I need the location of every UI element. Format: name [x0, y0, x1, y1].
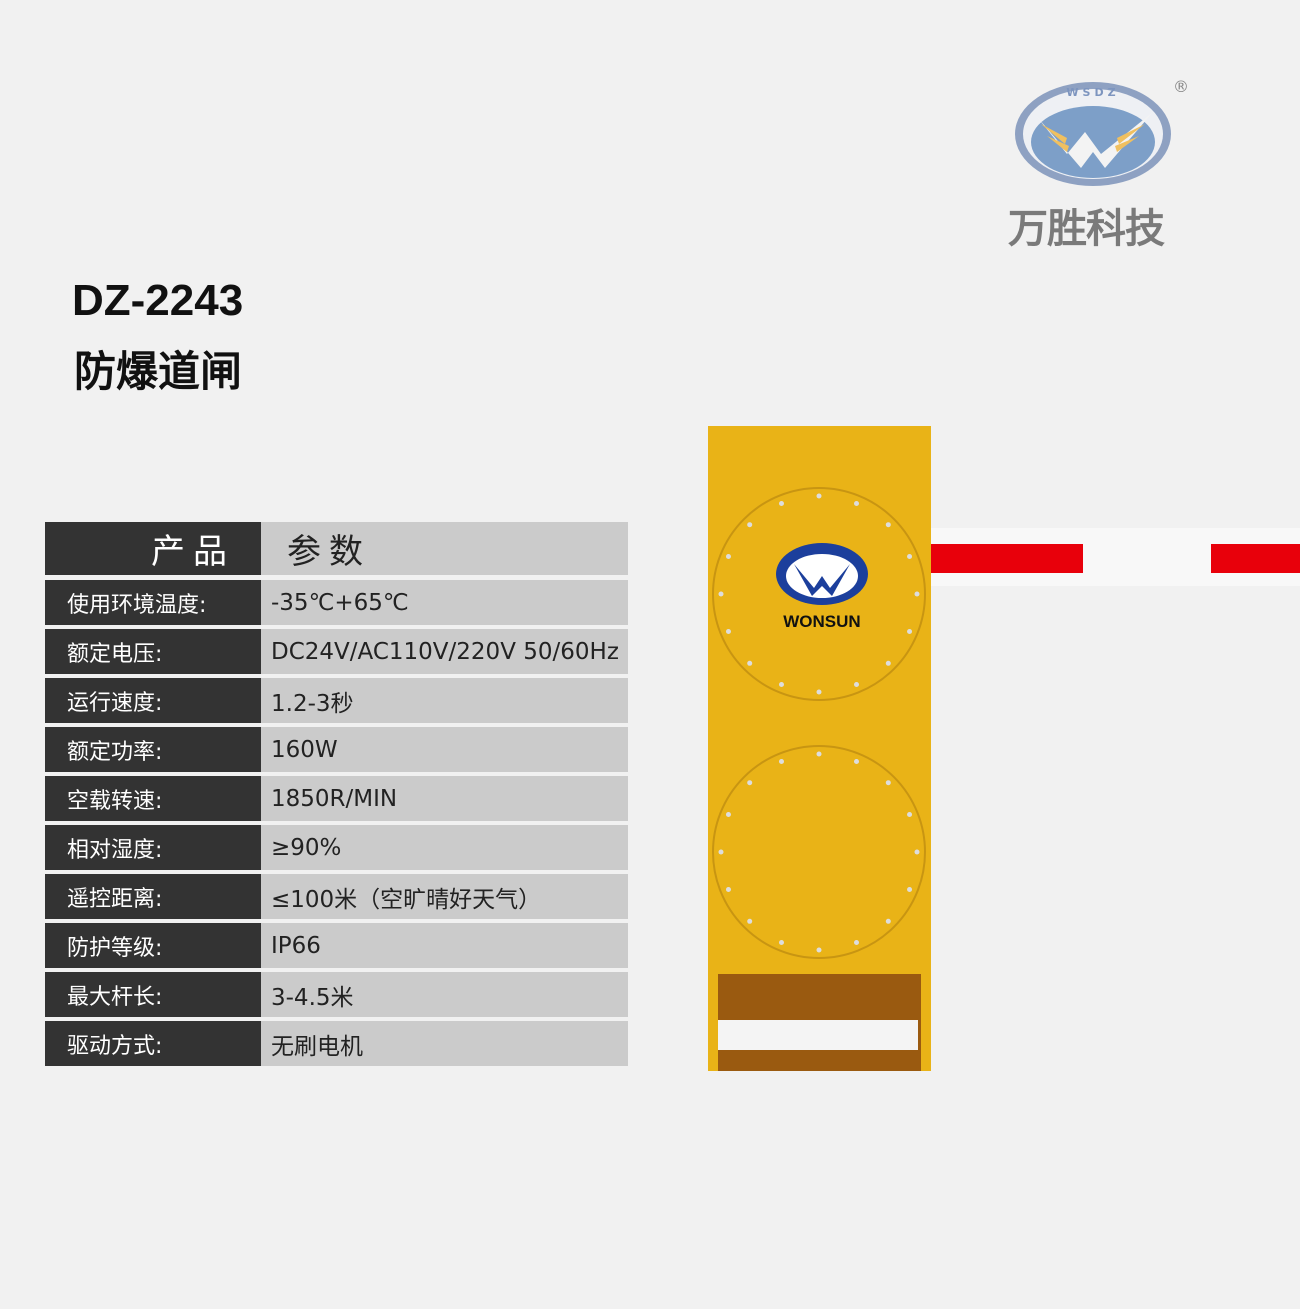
bolt	[914, 849, 920, 855]
spec-label: 运行速度:	[45, 678, 261, 723]
bolt	[854, 940, 860, 946]
svg-text:®: ®	[1173, 77, 1189, 96]
bolt	[885, 780, 891, 786]
spec-value: ≤100米（空旷晴好天气）	[261, 874, 628, 919]
bolt	[854, 500, 860, 506]
bolt	[816, 751, 822, 757]
brand-name: 万胜科技	[1008, 205, 1165, 252]
bolt	[725, 553, 731, 559]
bolt	[885, 522, 891, 528]
bolt	[854, 682, 860, 688]
spec-row: 额定电压:DC24V/AC110V/220V 50/60Hz	[45, 629, 628, 674]
bolt	[907, 629, 913, 635]
spec-label: 驱动方式:	[45, 1021, 261, 1066]
svg-text:WSDZ: WSDZ	[1066, 86, 1119, 99]
spec-value: 160W	[261, 727, 628, 772]
bolt	[725, 629, 731, 635]
spec-row: 最大杆长:3-4.5米	[45, 972, 628, 1017]
bolt	[816, 947, 822, 953]
product-name: 防爆道闸	[74, 347, 243, 396]
spec-label: 使用环境温度:	[45, 580, 261, 625]
spec-label: 防护等级:	[45, 923, 261, 968]
spec-label: 最大杆长:	[45, 972, 261, 1017]
spec-row: 运行速度:1.2-3秒	[45, 678, 628, 723]
product-model: DZ-2243	[72, 276, 244, 325]
spec-label: 额定功率:	[45, 727, 261, 772]
bolt	[718, 591, 724, 597]
spec-label: 相对湿度:	[45, 825, 261, 870]
bolt	[747, 522, 753, 528]
spec-row: 使用环境温度:-35℃+65℃	[45, 580, 628, 625]
spec-value: 1.2-3秒	[261, 678, 628, 723]
bolt	[725, 887, 731, 893]
header-right: 参数	[261, 522, 628, 575]
svg-text:WONSUN: WONSUN	[783, 612, 860, 631]
boom-arm	[931, 528, 1300, 586]
bolt	[725, 811, 731, 817]
spec-value: DC24V/AC110V/220V 50/60Hz	[261, 629, 628, 674]
bolt	[854, 758, 860, 764]
bolt	[778, 500, 784, 506]
spec-value: -35℃+65℃	[261, 580, 628, 625]
bolt	[907, 887, 913, 893]
bolt	[816, 493, 822, 499]
bolt	[778, 758, 784, 764]
spec-value: 无刷电机	[261, 1021, 628, 1066]
bolt	[907, 811, 913, 817]
spec-row: 遥控距离:≤100米（空旷晴好天气）	[45, 874, 628, 919]
bolt	[778, 682, 784, 688]
barrier-gate-image: WONSUN	[708, 426, 931, 1071]
spec-value: 1850R/MIN	[261, 776, 628, 821]
spec-label: 空载转速:	[45, 776, 261, 821]
spec-label: 额定电压:	[45, 629, 261, 674]
spec-value: ≥90%	[261, 825, 628, 870]
spec-row: 防护等级:IP66	[45, 923, 628, 968]
bolt	[718, 849, 724, 855]
wsdz-logo: WSDZ ®	[1015, 77, 1189, 186]
bolt	[885, 918, 891, 924]
bolt	[885, 660, 891, 666]
spec-value: 3-4.5米	[261, 972, 628, 1017]
spec-row: 额定功率:160W	[45, 727, 628, 772]
bolt	[914, 591, 920, 597]
bolt	[907, 553, 913, 559]
spec-table-header: 产品 参数	[45, 522, 628, 575]
bolt	[747, 918, 753, 924]
bolt	[816, 689, 822, 695]
bolt	[747, 660, 753, 666]
header-left: 产品	[45, 522, 261, 575]
spec-value: IP66	[261, 923, 628, 968]
spec-row: 相对湿度:≥90%	[45, 825, 628, 870]
bolt	[778, 940, 784, 946]
spec-row: 驱动方式:无刷电机	[45, 1021, 628, 1066]
spec-label: 遥控距离:	[45, 874, 261, 919]
bolt	[747, 780, 753, 786]
spec-row: 空载转速:1850R/MIN	[45, 776, 628, 821]
